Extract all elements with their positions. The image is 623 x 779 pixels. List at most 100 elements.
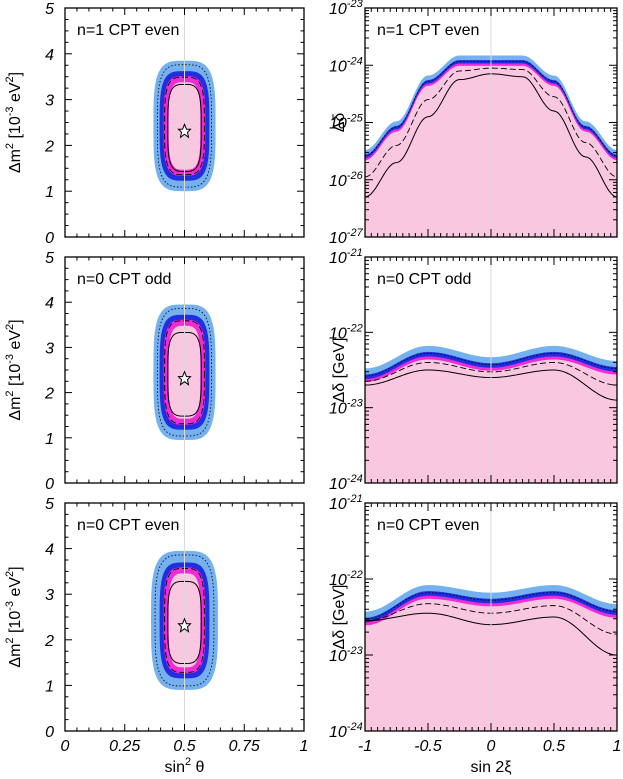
y-label-part: 2 — [4, 390, 16, 396]
y-axis-label: Δm2 [10-3 eV2] — [4, 566, 24, 667]
xtick-label: 1 — [613, 738, 622, 755]
panel-annotation: n=0 CPT even — [77, 517, 179, 534]
ytick-base: 10 — [329, 250, 347, 267]
y-axis-label: Δδ — [331, 113, 348, 133]
ytick-exp: -26 — [347, 170, 364, 182]
panel-annotation: n=1 CPT even — [77, 22, 179, 39]
curve-dotted — [364, 353, 618, 377]
y-label-part: [10 — [7, 611, 24, 638]
panel-annotation: n=0 CPT odd — [77, 271, 171, 288]
contour-solid — [167, 83, 202, 172]
xtick-label: -1 — [358, 738, 372, 755]
y-label-part: 2 — [4, 637, 16, 643]
panel-annotation: n=0 CPT odd — [377, 271, 471, 288]
ytick-label: 10-23 — [329, 0, 364, 18]
ytick-label: 0 — [45, 476, 54, 493]
y-axis-label: Δm2 [10-3 eV2] — [4, 319, 24, 420]
ytick-label: 0 — [45, 230, 54, 247]
ytick-base: 10 — [329, 173, 347, 190]
y-label-part: [10 — [7, 364, 24, 391]
left-frame-2 — [64, 256, 305, 484]
ytick-base: 10 — [329, 230, 347, 247]
ytick-label: 2 — [44, 138, 54, 155]
contour-dashed — [164, 567, 205, 673]
left-frame-1 — [64, 7, 305, 238]
ytick-label: 0 — [45, 724, 54, 741]
ytick-base: 10 — [329, 325, 347, 342]
right-frame-3 — [364, 502, 618, 732]
y-label-part: Δm — [7, 644, 24, 668]
right-frame-1 — [364, 7, 618, 238]
y-label-part: [10 — [7, 116, 24, 143]
ytick-label: 5 — [45, 1, 54, 18]
ytick-label: 4 — [45, 47, 54, 64]
ytick-exp: -21 — [347, 247, 363, 259]
contour-dashed — [164, 76, 205, 176]
ytick-label: 3 — [45, 340, 54, 357]
xtick-label: 0.5 — [173, 738, 195, 755]
y-label-part: -3 — [4, 601, 16, 611]
ytick-label: 4 — [45, 542, 54, 559]
ytick-exp: -27 — [347, 227, 364, 239]
right-frame-2 — [364, 256, 618, 484]
contour-dashed — [164, 320, 205, 425]
x-axis-label-left: sin2 θ — [165, 756, 205, 776]
x-axis-label-right: sin 2ξ — [471, 759, 512, 776]
ytick-label: 10-23 — [329, 645, 364, 665]
ytick-label: 2 — [44, 633, 54, 650]
contour-dotted — [157, 308, 212, 437]
ytick-base: 10 — [329, 572, 347, 589]
contour-dotted — [157, 64, 212, 188]
y-label-part: eV — [7, 577, 24, 601]
ytick-label: 10-22 — [329, 322, 363, 342]
ytick-exp: -23 — [347, 645, 364, 657]
x-label-part: sin — [165, 759, 185, 776]
ytick-exp: -25 — [347, 113, 364, 125]
y-label-part: 2 — [4, 324, 16, 330]
ytick-base: 10 — [329, 476, 347, 493]
ytick-exp: -24 — [347, 55, 363, 67]
ytick-label: 10-27 — [329, 227, 364, 247]
ytick-label: 10-21 — [329, 493, 363, 513]
curve-dotted — [364, 592, 618, 620]
ytick-base: 10 — [329, 496, 347, 513]
y-label-part: ] — [7, 566, 24, 570]
x-label-part: 2 — [185, 756, 191, 768]
ytick-exp: -21 — [347, 493, 363, 505]
ytick-label: 10-24 — [329, 55, 363, 75]
ytick-label: 3 — [45, 587, 54, 604]
ytick-label: 1 — [45, 678, 54, 695]
ytick-base: 10 — [329, 724, 347, 741]
ytick-label: 5 — [45, 250, 54, 267]
ytick-exp: -22 — [347, 569, 363, 581]
ytick-exp: -23 — [347, 398, 364, 410]
xtick-label: 0.75 — [229, 738, 260, 755]
ytick-label: 10-23 — [329, 398, 364, 418]
best-fit-star — [177, 370, 192, 386]
y-label-part: eV — [7, 330, 24, 354]
ytick-base: 10 — [329, 401, 347, 418]
curve-dotted — [364, 60, 618, 157]
left-frame-3 — [64, 502, 305, 732]
panel-annotation: n=1 CPT even — [377, 22, 479, 39]
y-label-part: Δm — [7, 149, 24, 173]
ytick-label: 10-24 — [329, 721, 363, 741]
ytick-exp: -24 — [347, 473, 363, 485]
xtick-label: 1 — [300, 738, 309, 755]
ytick-label: 1 — [45, 431, 54, 448]
xtick-label: 0 — [61, 738, 70, 755]
y-label-part: 2 — [4, 571, 16, 577]
y-axis-label: Δδ [GeV] — [331, 585, 348, 650]
y-label-part: -3 — [4, 354, 16, 364]
y-label-part: eV — [7, 82, 24, 106]
best-fit-star — [177, 617, 192, 633]
ytick-label: 10-21 — [329, 247, 363, 267]
ytick-label: 10-26 — [329, 170, 364, 190]
y-label-part: 2 — [4, 76, 16, 82]
xtick-label: 0.5 — [543, 738, 565, 755]
y-axis-label: Δm2 [10-3 eV2] — [4, 72, 24, 173]
ytick-label: 3 — [45, 93, 54, 110]
